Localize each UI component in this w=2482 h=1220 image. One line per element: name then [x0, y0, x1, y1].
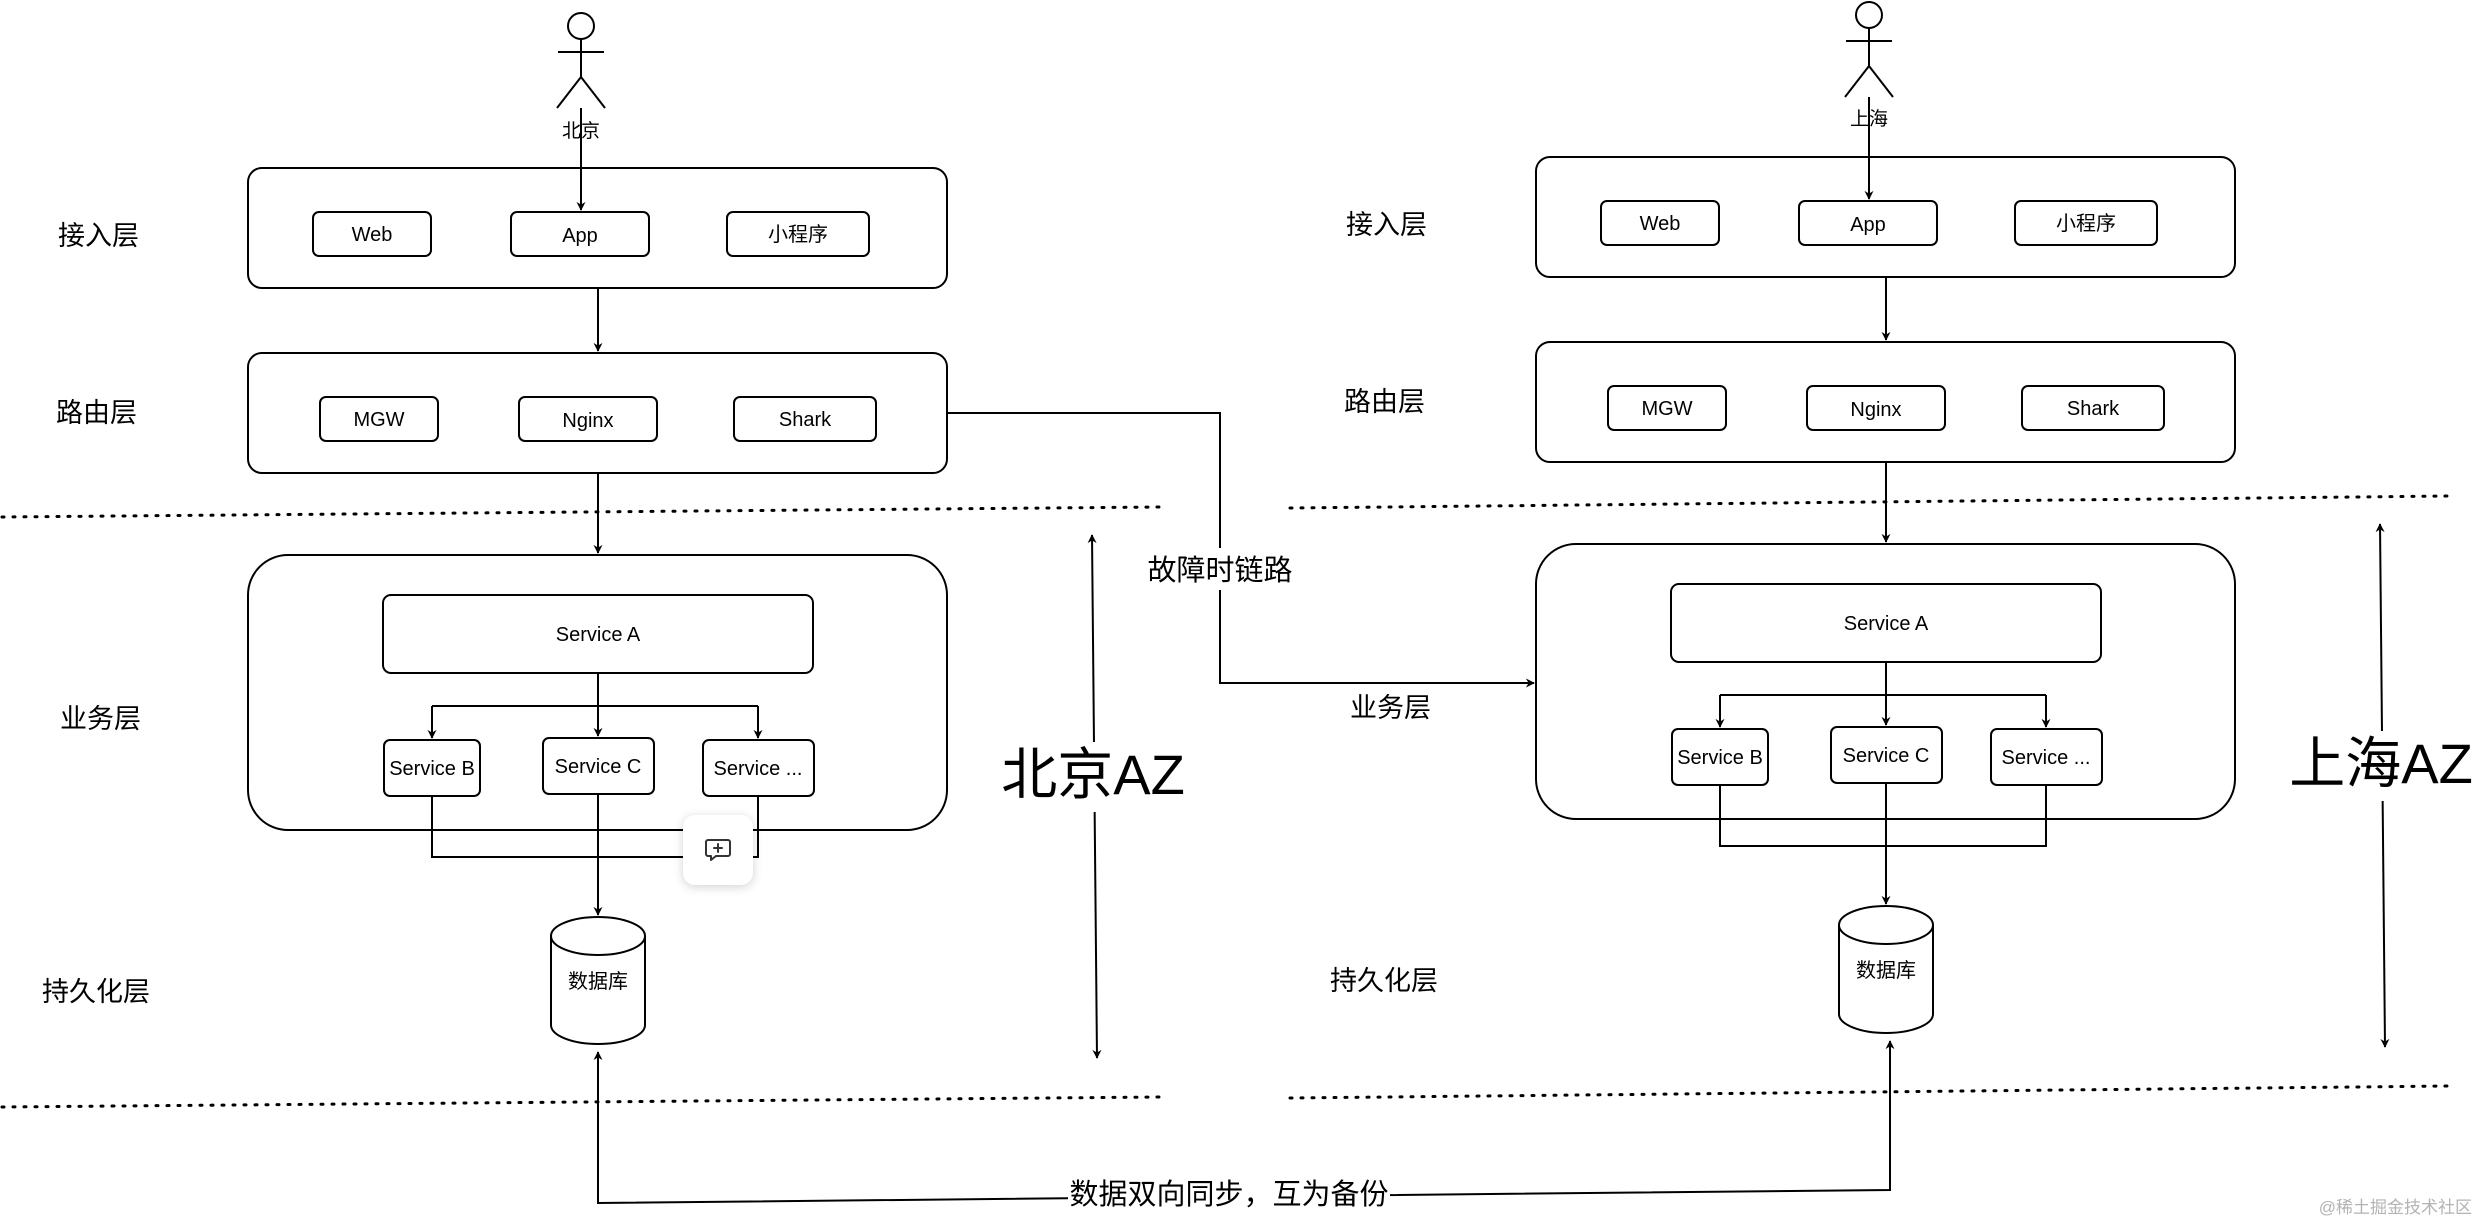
node-app-label-sh: App — [1850, 214, 1886, 236]
comment-add-icon — [705, 839, 731, 861]
node-app-sh — [1798, 200, 1938, 246]
node-web-label: Web — [352, 224, 393, 246]
separator-top-shanghai — [1288, 494, 2452, 510]
person-beijing — [556, 12, 606, 109]
service-a-label: Service A — [556, 624, 641, 646]
node-nginx-sh — [1806, 385, 1946, 431]
layer-label-persistence: 持久化层 — [42, 977, 150, 1007]
layer-label-persistence-sh: 持久化层 — [1330, 966, 1438, 996]
az-label-shanghai: 上海AZ — [2289, 732, 2473, 795]
node-app-label: App — [562, 225, 598, 247]
node-nginx-label-sh: Nginx — [1850, 399, 1901, 421]
edge-services-merge-sh — [1719, 785, 2047, 847]
service-c-label-sh: Service C — [1843, 745, 1930, 767]
az-label-beijing: 北京AZ — [1001, 743, 1185, 806]
service-more-label: Service ... — [714, 758, 803, 780]
node-shark — [733, 396, 877, 442]
watermark: @稀土掘金技术社区 — [2319, 1198, 2472, 1217]
comment-add-button[interactable] — [683, 815, 753, 885]
node-miniprogram — [726, 211, 870, 257]
node-web-label-sh: Web — [1640, 213, 1681, 235]
layer-label-routing-sh: 路由层 — [1344, 387, 1425, 417]
node-mgw — [319, 396, 439, 442]
node-app — [510, 211, 650, 257]
node-mgw-label: MGW — [353, 409, 404, 431]
node-mgw-label-sh: MGW — [1641, 398, 1692, 420]
node-shark-label-sh: Shark — [2067, 398, 2120, 420]
service-b-label: Service B — [389, 758, 475, 780]
layer-label-business-sh: 业务层 — [1350, 693, 1431, 723]
node-miniprogram-sh — [2014, 200, 2158, 246]
node-web — [312, 211, 432, 257]
node-miniprogram-label-sh: 小程序 — [2056, 212, 2116, 235]
service-b-label-sh: Service B — [1677, 747, 1763, 769]
node-web-sh — [1600, 200, 1720, 246]
sync-label: 数据双向同步，互为备份 — [1069, 1178, 1388, 1211]
layer-label-business: 业务层 — [60, 704, 141, 734]
node-mgw-sh — [1607, 385, 1727, 431]
layer-label-access: 接入层 — [58, 221, 139, 251]
node-nginx — [518, 396, 658, 442]
service-a-label-sh: Service A — [1844, 613, 1929, 635]
node-shark-sh — [2021, 385, 2165, 431]
node-nginx-label: Nginx — [562, 410, 613, 432]
node-miniprogram-label: 小程序 — [768, 223, 828, 246]
person-shanghai — [1844, 1, 1894, 98]
database-label-sh: 数据库 — [1856, 959, 1916, 982]
database-label: 数据库 — [568, 970, 628, 993]
layer-label-routing: 路由层 — [56, 398, 137, 428]
database-cylinder-sh — [1838, 905, 1934, 1034]
separator-bottom-beijing — [0, 1095, 1164, 1109]
edge-services-merge — [431, 796, 759, 858]
separator-top-beijing — [0, 505, 1164, 519]
service-more-label-sh: Service ... — [2002, 747, 2091, 769]
service-c-label: Service C — [555, 756, 642, 778]
node-shark-label: Shark — [779, 409, 832, 431]
separator-bottom-shanghai — [1288, 1084, 2452, 1100]
layer-label-access-sh: 接入层 — [1346, 210, 1427, 240]
failover-label: 故障时链路 — [1147, 554, 1292, 587]
